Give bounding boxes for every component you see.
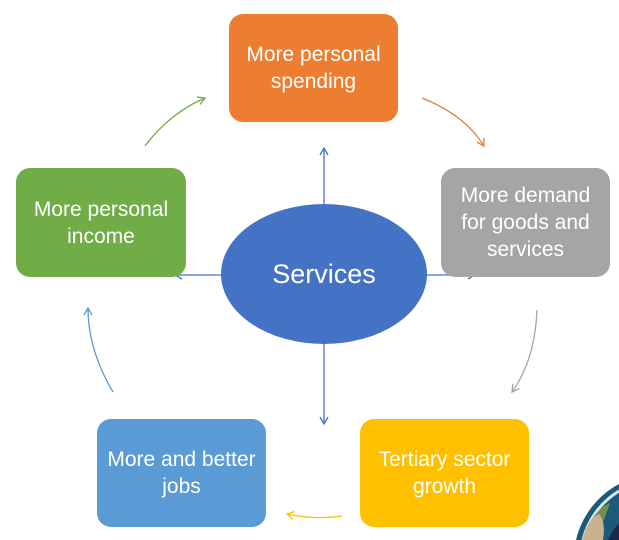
node-more-personal-spending: More personal spending [229, 14, 398, 122]
arrow-spending-to-demand [421, 97, 485, 148]
arrow-tertiary-to-jobs [285, 510, 343, 520]
arrow-demand-to-tertiary [511, 309, 538, 394]
arrow-jobs-to-income [83, 306, 114, 393]
node-more-demand: More demand for goods and services [441, 168, 610, 277]
node-more-personal-income: More personal income [16, 168, 186, 277]
arrow-income-to-spending [144, 96, 207, 147]
globe-image [576, 484, 619, 540]
node-tertiary-sector-growth: Tertiary sector growth [360, 419, 529, 527]
center-services: Services [221, 204, 427, 344]
node-more-better-jobs: More and better jobs [97, 419, 266, 527]
